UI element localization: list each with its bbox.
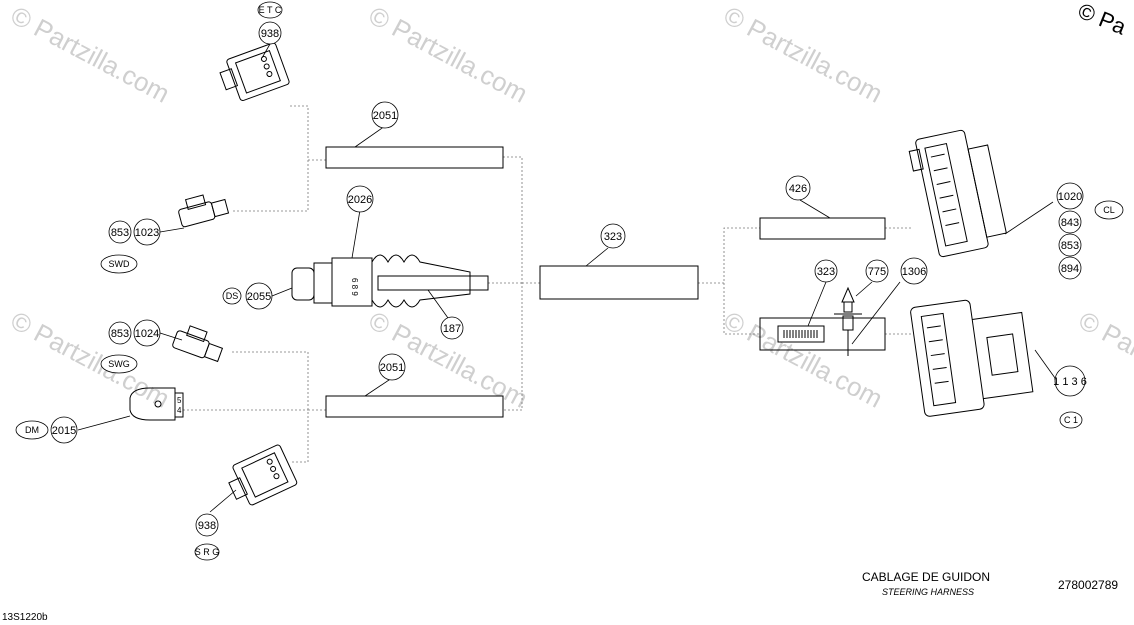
callout-1024: 1024	[133, 319, 161, 347]
svg-text:E T C: E T C	[259, 5, 282, 15]
part-number: 278002789	[1058, 578, 1119, 592]
key-digit-5: 5	[177, 396, 182, 405]
svg-text:1 1 3 6: 1 1 3 6	[1053, 376, 1087, 388]
svg-text:DS: DS	[226, 291, 239, 301]
label-ds: DS	[222, 287, 242, 305]
label-cl: CL	[1094, 200, 1124, 220]
connector-1020	[908, 129, 1007, 258]
leaders	[77, 43, 1056, 513]
svg-text:2051: 2051	[380, 362, 404, 374]
harness-box-right-bottom	[759, 317, 886, 351]
callout-853-a: 853	[108, 220, 132, 244]
key-digit-4: 4	[177, 406, 182, 415]
label-dm: DM	[15, 420, 49, 440]
label-swg: SWG	[100, 354, 138, 374]
svg-text:1024: 1024	[135, 328, 159, 340]
harness-box-center	[539, 265, 699, 300]
connector-1136	[910, 299, 1034, 417]
callout-2015: 2015	[50, 416, 78, 444]
diagram-title: CABLAGE DE GUIDON	[862, 570, 991, 584]
harness-box-bottom	[325, 395, 504, 418]
callout-426: 426	[785, 175, 811, 201]
ds-connector-boot	[291, 254, 489, 308]
figure-ref: 13S1220b	[2, 612, 48, 623]
diagram-subtitle: STEERING HARNESS	[882, 587, 975, 597]
label-swd: SWD	[100, 254, 138, 274]
svg-text:2051: 2051	[373, 110, 397, 122]
callout-894: 894	[1058, 256, 1082, 280]
harness-box-top	[325, 146, 504, 169]
pill-labels: E T C SWD DS SWG DM S R G CL C 1	[15, 1, 1124, 561]
callout-323-mid: 323	[600, 223, 626, 249]
svg-text:2026: 2026	[348, 194, 372, 206]
svg-text:187: 187	[443, 323, 461, 335]
svg-text:323: 323	[604, 231, 622, 243]
svg-text:DM: DM	[25, 425, 39, 435]
callouts: 938 2051 853 1023 2026 2055 187 853 1024…	[50, 21, 1087, 537]
callout-2055: 2055	[245, 282, 273, 310]
callout-853-right: 853	[1058, 233, 1082, 257]
etc-connector	[219, 42, 290, 102]
svg-text:853: 853	[111, 227, 129, 239]
svg-text:SWD: SWD	[109, 259, 130, 269]
callout-2026: 2026	[346, 185, 374, 213]
harness-box-right-top	[759, 217, 886, 240]
label-c1: C 1	[1059, 411, 1083, 429]
callout-938-bottom: 938	[195, 513, 219, 537]
label-srg: S R G	[194, 543, 220, 561]
callout-323-right: 323	[814, 259, 838, 283]
svg-text:426: 426	[789, 183, 807, 195]
svg-text:323: 323	[817, 266, 835, 278]
callout-1306: 1306	[900, 257, 928, 285]
callout-853-b: 853	[108, 321, 132, 345]
callout-775: 775	[865, 259, 889, 283]
svg-text:938: 938	[198, 520, 216, 532]
svg-text:2015: 2015	[52, 425, 76, 437]
callout-1023: 1023	[133, 218, 161, 246]
svg-text:894: 894	[1061, 263, 1079, 275]
svg-text:853: 853	[1061, 240, 1079, 252]
svg-text:1306: 1306	[902, 266, 926, 278]
svg-text:1023: 1023	[135, 227, 159, 239]
svg-text:1020: 1020	[1058, 191, 1082, 203]
srg-connector	[228, 444, 298, 506]
boot-digits: 6 8 9	[350, 278, 359, 296]
svg-text:C 1: C 1	[1064, 415, 1078, 425]
barcode-label	[777, 325, 825, 343]
dm-key	[129, 387, 184, 421]
connector-1023	[178, 194, 230, 228]
svg-text:2055: 2055	[247, 291, 271, 303]
svg-text:853: 853	[111, 328, 129, 340]
svg-text:SWG: SWG	[108, 359, 130, 369]
callout-2051-top: 2051	[371, 101, 399, 129]
callout-187: 187	[440, 316, 464, 340]
callout-938-top: 938	[258, 21, 282, 45]
push-pin	[834, 286, 862, 356]
svg-text:S R G: S R G	[195, 547, 220, 557]
svg-text:938: 938	[261, 28, 279, 40]
callout-843: 843	[1058, 210, 1082, 234]
svg-text:775: 775	[868, 266, 886, 278]
callout-1020: 1020	[1056, 182, 1084, 210]
svg-text:CL: CL	[1103, 205, 1115, 215]
callout-1136: 1 1 3 6	[1053, 365, 1087, 397]
wiring	[183, 105, 912, 463]
connector-1024	[172, 325, 224, 363]
label-etc: E T C	[257, 1, 283, 19]
callout-2051-bottom: 2051	[378, 353, 406, 381]
svg-text:843: 843	[1061, 217, 1079, 229]
